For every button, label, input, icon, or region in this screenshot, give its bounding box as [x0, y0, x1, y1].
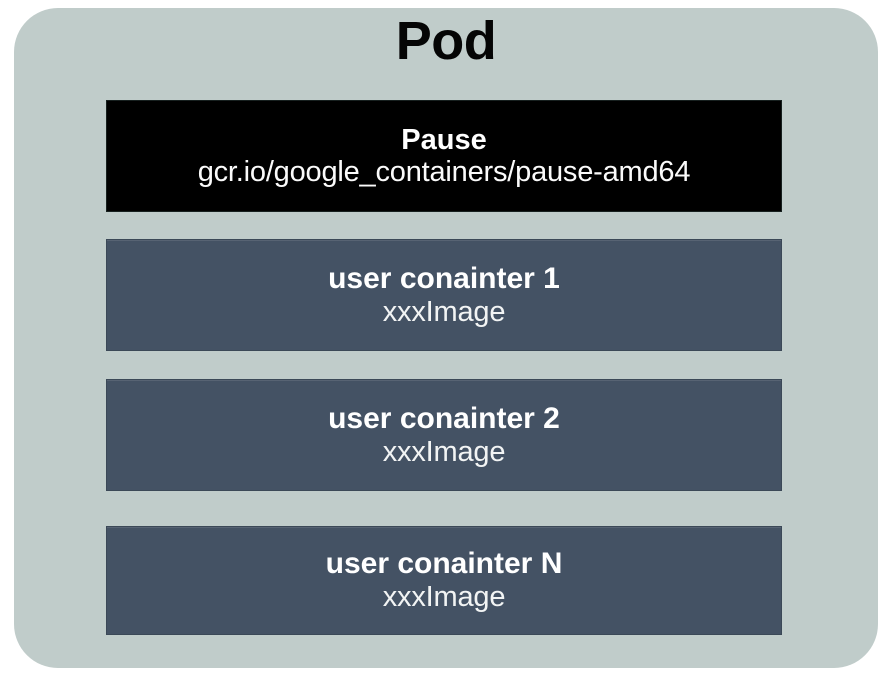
user-container-n-box: user conainter N xxxImage [106, 526, 782, 635]
pause-container-image: gcr.io/google_containers/pause-amd64 [197, 156, 691, 188]
pod-container: Pod Pause gcr.io/google_containers/pause… [14, 8, 878, 668]
user-container-1-box: user conainter 1 xxxImage [106, 239, 782, 351]
user-container-1-name: user conainter 1 [328, 261, 560, 295]
pause-container-box: Pause gcr.io/google_containers/pause-amd… [106, 100, 782, 212]
pause-container-name: Pause [401, 123, 487, 156]
user-container-n-name: user conainter N [325, 547, 563, 581]
user-container-1-image: xxxImage [382, 295, 506, 328]
user-container-2-name: user conainter 2 [328, 401, 560, 435]
user-container-n-image: xxxImage [382, 581, 506, 614]
pod-title: Pod [395, 11, 497, 71]
user-container-2-box: user conainter 2 xxxImage [106, 379, 782, 491]
user-container-2-image: xxxImage [382, 435, 506, 468]
